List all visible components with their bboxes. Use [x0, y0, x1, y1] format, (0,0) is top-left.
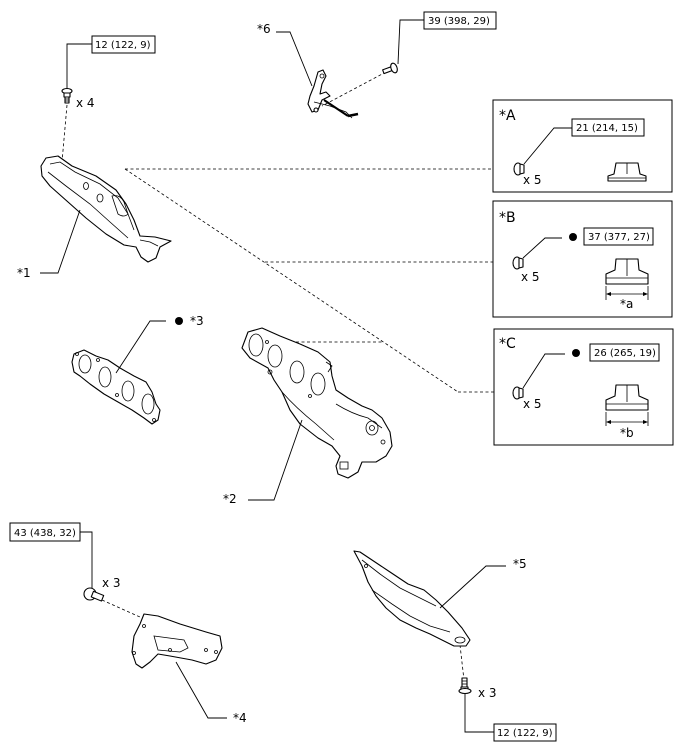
detail-box-a: *A x 5 21 (214, 15)	[492, 99, 673, 193]
nut-profile-icon	[605, 258, 649, 300]
nut-profile-icon	[607, 162, 647, 182]
callout-part6: *6	[257, 22, 271, 36]
new-part-icon	[175, 317, 183, 325]
heat-insulator-lower	[353, 550, 471, 647]
detail-label-b: *B	[499, 210, 516, 226]
new-part-icon	[569, 233, 577, 241]
nut-profile-icon	[605, 384, 649, 426]
manifold-stay-bracket	[307, 69, 359, 119]
dimension-a: *a	[620, 297, 633, 311]
torque-box	[423, 11, 497, 30]
part4-bolt-quantity: x 3	[102, 576, 121, 590]
callout-part4: *4	[233, 711, 247, 725]
bolt-icon	[83, 587, 105, 602]
torque-spec-nut-a: 21 (214, 15)	[576, 123, 638, 134]
detail-label-a: *A	[499, 108, 516, 124]
torque-spec-heat-insulator-5: 12 (122, 9)	[497, 728, 553, 739]
nut-a-quantity: x 5	[523, 173, 542, 187]
detail-label-c: *C	[499, 336, 516, 352]
callout-part2: *2	[223, 492, 237, 506]
torque-box	[571, 118, 645, 137]
torque-spec-nut-c: 26 (265, 19)	[594, 348, 656, 359]
torque-spec-bracket: 43 (438, 32)	[14, 528, 76, 539]
nut-icon	[512, 256, 524, 270]
detail-box-b: *B x 5 37 (377, 27) *a	[492, 200, 673, 318]
nut-b-quantity: x 5	[521, 270, 540, 284]
dimension-b: *b	[620, 426, 634, 440]
callout-part3: *3	[190, 314, 204, 328]
manifold-lower-bracket	[131, 613, 223, 669]
exhaust-manifold	[241, 327, 393, 479]
callout-part1: *1	[17, 266, 31, 280]
torque-spec-nut-b: 37 (377, 27)	[588, 232, 650, 243]
bolt-icon	[382, 62, 398, 75]
torque-box	[9, 522, 81, 542]
torque-box	[589, 343, 660, 362]
nut-icon	[513, 162, 525, 176]
nut-icon	[512, 386, 524, 400]
callout-part5: *5	[513, 557, 527, 571]
bolt-icon	[61, 87, 73, 104]
torque-box	[91, 35, 156, 54]
torque-box	[583, 227, 654, 246]
part1-bolt-quantity: x 4	[76, 96, 95, 110]
detail-box-c: *C x 5 26 (265, 19) *b	[493, 328, 674, 446]
bolt-icon	[458, 677, 472, 695]
heat-insulator-upper	[40, 155, 172, 263]
part5-bolt-quantity: x 3	[478, 686, 497, 700]
torque-spec-part6: 39 (398, 29)	[428, 16, 490, 27]
torque-spec-heat-insulator-1: 12 (122, 9)	[95, 40, 151, 51]
new-part-icon	[572, 349, 580, 357]
torque-box	[493, 723, 557, 742]
exhaust-manifold-gasket	[71, 349, 161, 425]
nut-c-quantity: x 5	[523, 397, 542, 411]
